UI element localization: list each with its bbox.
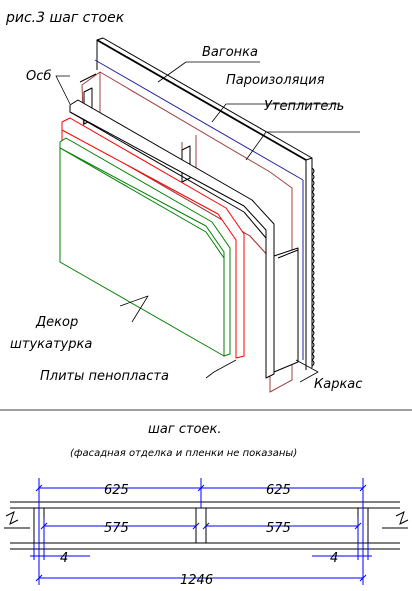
callout-osb: Осб xyxy=(26,69,51,84)
dim-offset-right: 4 xyxy=(330,551,338,566)
dim-total: 1246 xyxy=(180,573,213,588)
dim-clear-right: 575 xyxy=(266,521,291,536)
vagonka-profile xyxy=(311,167,315,367)
callout-decor-line2: штукатурка xyxy=(10,337,92,352)
callout-frame: Каркас xyxy=(314,377,362,392)
dim-clear-left: 575 xyxy=(104,521,129,536)
foam-layer xyxy=(61,117,245,359)
figure-title: рис.3 шаг стоек xyxy=(5,10,125,26)
callout-decor-line1: Декор xyxy=(35,315,78,330)
wall-isometric xyxy=(55,37,360,393)
plaster-layer xyxy=(59,137,231,357)
plan-dimensions xyxy=(30,478,372,585)
leader-lines xyxy=(55,61,360,383)
osb-layer xyxy=(69,99,275,379)
plan-title: шаг стоек. xyxy=(148,422,221,437)
callout-foam-plates: Плиты пенопласта xyxy=(40,369,169,384)
vapor-barrier-layer xyxy=(94,59,304,360)
callout-insulation: Утеплитель xyxy=(264,99,344,114)
dim-step-right: 625 xyxy=(266,483,291,498)
plan-view xyxy=(4,478,409,585)
vagonka-layer xyxy=(96,37,313,370)
stud-middle xyxy=(195,507,207,544)
dim-offset-left: 4 xyxy=(60,551,68,566)
dim-step-left: 625 xyxy=(104,483,129,498)
plan-note: (фасадная отделка и пленки не показаны) xyxy=(70,448,297,459)
callout-vagonka: Вагонка xyxy=(202,45,258,60)
callout-vapor-barrier: Пароизоляция xyxy=(226,73,325,88)
